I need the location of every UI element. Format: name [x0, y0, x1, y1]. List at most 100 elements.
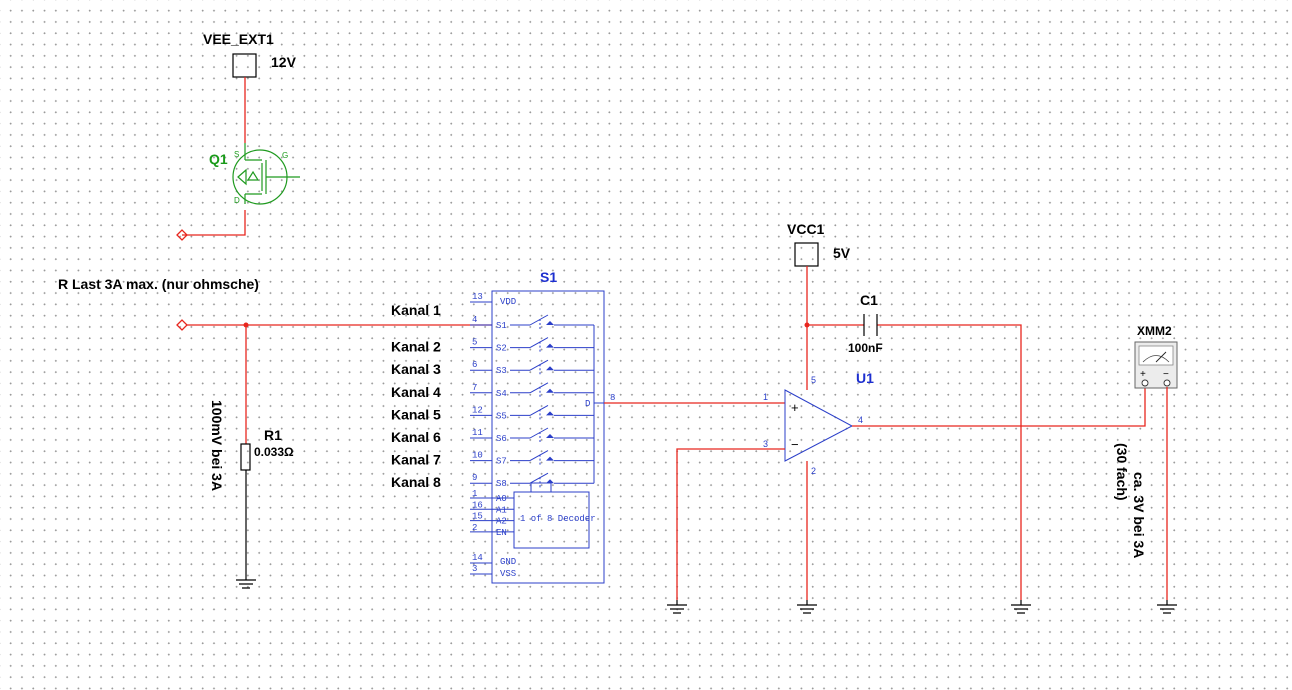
r1-resistor[interactable]: R1 0.033Ω 100mV bei 3A — [209, 400, 294, 491]
mux-pin-num: 9 — [472, 473, 477, 483]
vee-ext1-ref: VEE_EXT1 — [203, 31, 274, 47]
wire-inv-input — [676, 448, 785, 600]
u1-opamp[interactable]: U1 + − 5 1 3 2 4 — [763, 370, 874, 476]
r1-ref: R1 — [264, 427, 282, 443]
load-port[interactable] — [176, 319, 188, 331]
kanal-label: Kanal 6 — [391, 429, 441, 445]
s1-pin-vdd: VDD — [500, 297, 516, 307]
q1-pin-d: D — [234, 196, 240, 205]
mux-pin-name: S6 — [496, 434, 507, 444]
kanal-label: Kanal 3 — [391, 361, 441, 377]
u1-pin-vminus: 2 — [811, 466, 816, 476]
mux-channel: 5S2 — [470, 337, 594, 354]
ground-r1 — [236, 470, 256, 589]
u1-pin-vplus: 5 — [811, 375, 816, 385]
s1-pin-gnd-num: 14 — [472, 553, 483, 563]
ground-c1 — [1011, 600, 1031, 614]
mux-pin-name: S4 — [496, 389, 507, 399]
c1-capacitor[interactable]: C1 100nF — [848, 292, 883, 355]
xmm2-note-1: ca. 3V bei 3A — [1131, 472, 1147, 558]
mux-pin-num: 11 — [472, 428, 483, 438]
mux-pin-num: 4 — [472, 315, 477, 325]
s1-ref: S1 — [540, 269, 557, 285]
c1-ref: C1 — [860, 292, 878, 308]
vee-ext1-value: 12V — [271, 54, 297, 70]
load-label: R Last 3A max. (nur ohmsche) — [58, 276, 259, 292]
u1-pin-in-plus: 1 — [763, 392, 768, 402]
mux-channel: 9S8 — [470, 472, 594, 489]
q1-pin-s: S — [234, 150, 239, 159]
mux-channel: 6S3 — [470, 359, 594, 376]
xmm2-multimeter[interactable]: XMM2 + − ca. 3V bei 3A (30 fach) — [1114, 324, 1178, 558]
kanal-label: Kanal 1 — [391, 302, 441, 318]
xmm2-plus: + — [1140, 369, 1146, 380]
mux-channel: 7S4 — [470, 382, 594, 399]
ground-inv-input — [667, 600, 687, 614]
vcc1-value: 5V — [833, 245, 851, 261]
c1-value: 100nF — [848, 341, 883, 355]
u1-plus: + — [791, 400, 799, 415]
mux-pin-name: S8 — [496, 479, 507, 489]
u1-minus: − — [791, 437, 799, 452]
q1-ref: Q1 — [209, 151, 228, 167]
q1-mosfet[interactable]: Q1 S G D — [209, 143, 300, 205]
u1-ref: U1 — [856, 370, 874, 386]
wire-c1 — [807, 324, 1022, 600]
kanal-label: Kanal 4 — [391, 384, 441, 400]
kanal-label: Kanal 7 — [391, 452, 441, 468]
vee-ext1-source[interactable]: VEE_EXT1 12V — [203, 31, 297, 78]
decoder-pin-num: 16 — [472, 500, 483, 510]
kanal-label: Kanal 5 — [391, 406, 441, 422]
xmm2-note-2: (30 fach) — [1114, 443, 1130, 501]
u1-pin-in-minus: 3 — [763, 439, 768, 449]
wire-q1-drain — [182, 210, 246, 236]
mux-pin-num: 5 — [472, 338, 477, 348]
s1-pin-gnd: GND — [500, 557, 516, 567]
mux-channel: 4S1 — [470, 314, 594, 331]
ground-meter — [1157, 600, 1177, 614]
s1-pin-d: D — [585, 399, 590, 409]
mux-pin-num: 10 — [472, 451, 483, 461]
xmm2-minus: − — [1163, 369, 1169, 380]
mux-pin-num: 6 — [472, 360, 477, 370]
decoder-pin-name: A2 — [496, 517, 507, 527]
q1-port[interactable] — [176, 229, 188, 241]
s1-pin-vss-num: 3 — [472, 564, 477, 574]
wire-opamp-out-to-meter — [852, 387, 1146, 427]
mux-pin-name: S2 — [496, 344, 507, 354]
mux-pin-name: S5 — [496, 411, 507, 421]
decoder-pin-num: 2 — [472, 523, 477, 533]
ground-opamp — [797, 600, 817, 614]
decoder-pin-name: EN — [496, 528, 507, 538]
vcc1-ref: VCC1 — [787, 221, 825, 237]
kanal-label: Kanal 2 — [391, 339, 441, 355]
kanal-label: Kanal 8 — [391, 474, 441, 490]
mux-pin-name: S1 — [496, 321, 507, 331]
kanal-labels: Kanal 1 Kanal 2 Kanal 3 Kanal 4 Kanal 5 Kanal… — [391, 302, 441, 490]
mux-pin-num: 7 — [472, 383, 477, 393]
vcc1-source[interactable]: VCC1 5V — [787, 221, 851, 267]
q1-pin-g: G — [282, 151, 288, 160]
decoder-pin-num: 15 — [472, 512, 483, 522]
u1-pin-out: 4 — [858, 415, 863, 425]
mux-pin-name: S7 — [496, 457, 507, 467]
r1-value: 0.033Ω — [254, 445, 294, 459]
s1-pin-vdd-num: 13 — [472, 292, 483, 302]
decoder-pin-name: A1 — [496, 505, 507, 515]
xmm2-ref: XMM2 — [1137, 324, 1172, 338]
decoder-label: 1 of 8 Decoder — [520, 514, 596, 524]
r1-note: 100mV bei 3A — [209, 400, 225, 491]
mux-pin-num: 12 — [472, 405, 483, 415]
s1-pin-vss: VSS — [500, 569, 516, 579]
s1-pin-d-num: 8 — [610, 393, 615, 403]
decoder-pin-num: 1 — [472, 489, 477, 499]
